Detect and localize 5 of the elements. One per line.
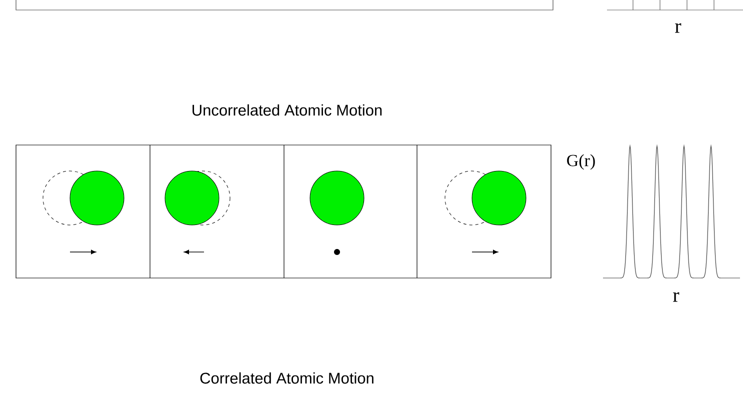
axis-label: G(r): [567, 154, 595, 170]
caption: Uncorrelated Atomic Motion: [192, 104, 382, 116]
axis-label: r: [675, 23, 682, 33]
axis-label: r: [673, 292, 680, 302]
caption: Correlated Atomic Motion: [200, 372, 374, 384]
